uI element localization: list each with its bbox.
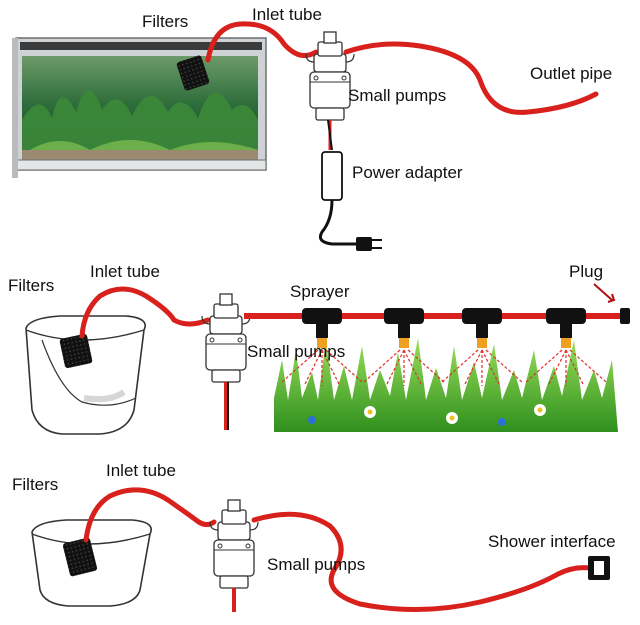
middle-inlet-tube bbox=[79, 286, 211, 339]
bottom-inlet-tube bbox=[83, 487, 217, 543]
bottom-outlet-tube bbox=[251, 511, 593, 612]
middle-pump bbox=[201, 293, 251, 383]
power-adapter-label: Power adapter bbox=[352, 163, 463, 182]
bottom-filter bbox=[62, 537, 98, 577]
aquarium bbox=[12, 37, 267, 178]
sprayer-nozzles bbox=[281, 308, 607, 387]
top-outlet-pipe-label: Outlet pipe bbox=[530, 64, 613, 83]
middle-small-pumps-label: Small pumps bbox=[247, 342, 346, 361]
grass-field bbox=[274, 338, 618, 432]
middle-filters-label: Filters bbox=[8, 276, 55, 295]
bottom-filters-label: Filters bbox=[12, 475, 59, 494]
sprayer-label: Sprayer bbox=[290, 282, 350, 301]
sprayer-plug bbox=[593, 283, 630, 324]
top-small-pumps-label: Small pumps bbox=[348, 86, 447, 105]
top-inlet-tube bbox=[205, 21, 319, 63]
top-filter bbox=[176, 55, 210, 91]
top-inlet-tube-label: Inlet tube bbox=[252, 5, 322, 24]
bottom-inlet-tube-label: Inlet tube bbox=[106, 461, 176, 480]
middle-bucket bbox=[25, 315, 146, 435]
shower-interface-connector bbox=[588, 556, 610, 580]
bottom-pump bbox=[209, 499, 259, 589]
top-pump bbox=[305, 31, 355, 121]
top-filters-label: Filters bbox=[142, 12, 189, 31]
bottom-small-pumps-label: Small pumps bbox=[267, 555, 366, 574]
shower-interface-label: Shower interface bbox=[488, 532, 616, 551]
middle-filter bbox=[59, 333, 93, 369]
plug-label: Plug bbox=[569, 262, 604, 281]
top-outlet-tube bbox=[343, 41, 599, 115]
power-adapter bbox=[318, 151, 382, 251]
top-power-cable bbox=[327, 119, 333, 151]
middle-inlet-tube-label: Inlet tube bbox=[90, 262, 160, 281]
